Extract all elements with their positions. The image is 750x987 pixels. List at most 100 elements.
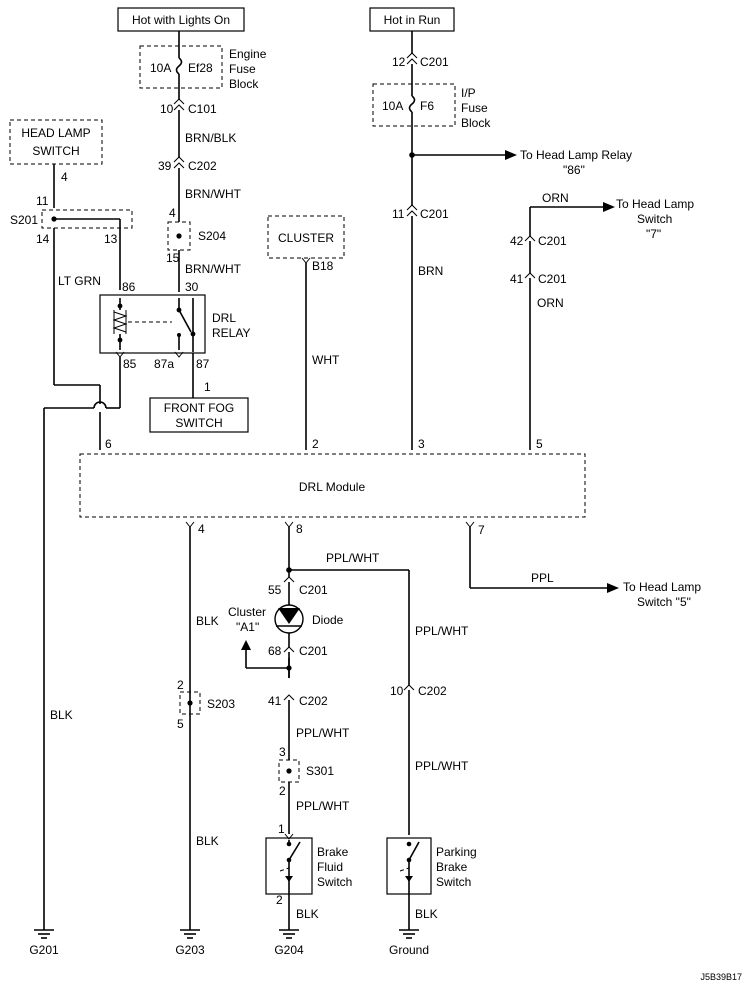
connector-c201-top: C201	[420, 55, 449, 69]
wire-label-blk-g203: BLK	[196, 834, 219, 848]
wire-label-orn-bottom: ORN	[537, 296, 564, 310]
source-lights-on-label: Hot with Lights On	[132, 13, 230, 27]
parking-brake-switch-line3: Switch	[436, 875, 471, 889]
diode-label: Diode	[312, 613, 344, 627]
wire-label-ppl-wht-right: PPL/WHT	[415, 624, 469, 638]
ground-g203-label: G203	[175, 943, 205, 957]
ground-symbol-g204	[279, 929, 299, 939]
wire-label-brn-blk: BRN/BLK	[185, 131, 236, 145]
ground-g204-label: G204	[274, 943, 304, 957]
pin-module-7: 7	[478, 523, 485, 537]
ip-fuse-block-line2: Fuse	[461, 101, 488, 115]
source-run-label: Hot in Run	[384, 13, 441, 27]
pin-s301-2: 2	[279, 784, 286, 798]
wire-label-ppl-wht-3: PPL/WHT	[415, 759, 469, 773]
pin-bfs-2: 2	[276, 893, 283, 907]
engine-fuse-block-line3: Block	[229, 77, 259, 91]
pin-relay-85: 85	[123, 357, 137, 371]
drl-relay-line1: DRL	[212, 311, 236, 325]
cluster-label: CLUSTER	[278, 231, 334, 245]
pin-c201-12: 12	[392, 55, 406, 69]
wire-label-ppl-wht-1: PPL/WHT	[296, 726, 350, 740]
ground-symbol-g203	[180, 929, 200, 939]
diode-symbol	[278, 608, 300, 624]
pin-module-8: 8	[296, 522, 303, 536]
relay-coil	[112, 311, 128, 333]
wire-label-blk-g204: BLK	[296, 907, 319, 921]
ground-symbol-ground	[399, 929, 419, 939]
engine-fuse-block-line1: Engine	[229, 47, 267, 61]
arrow-to-relay-86	[505, 150, 517, 160]
engine-fuse-name: Ef28	[188, 61, 213, 75]
wire-label-brn: BRN	[418, 264, 443, 278]
ground-g201-label: G201	[29, 943, 59, 957]
wire-label-brn-wht-2: BRN/WHT	[185, 262, 242, 276]
head-lamp-switch-line2: SWITCH	[32, 144, 79, 158]
pin-s204-4: 4	[169, 206, 176, 220]
splice-s203-label: S203	[207, 697, 235, 711]
wire-label-blk-ground: BLK	[415, 907, 438, 921]
ip-fuse-rating: 10A	[382, 99, 403, 113]
ip-fuse-block-line1: I/P	[461, 86, 476, 100]
pin-module-6: 6	[105, 437, 112, 451]
brake-fluid-switch-line1: Brake	[317, 845, 349, 859]
splice-s201	[41, 209, 133, 229]
parking-brake-switch-arm	[408, 841, 420, 861]
connector-c202-top: C202	[188, 159, 217, 173]
engine-fuse-block	[139, 45, 223, 89]
connector-c201-41: C201	[538, 272, 567, 286]
relay-contact-arm	[178, 309, 192, 333]
pin-c202-10: 10	[390, 684, 404, 698]
drl-module-label: DRL Module	[299, 480, 366, 494]
parking-brake-switch-line1: Parking	[436, 845, 477, 859]
pin-bfs-1: 1	[278, 822, 285, 836]
brake-fluid-switch-line2: Fluid	[317, 860, 343, 874]
splice-s203	[179, 691, 201, 715]
wire-label-ppl: PPL	[531, 571, 554, 585]
parking-brake-switch-line2: Brake	[436, 860, 468, 874]
cluster-pin-b18: B18	[312, 259, 334, 273]
diagram-id: J5B39B17	[700, 972, 742, 982]
pin-c201-42: 42	[510, 234, 524, 248]
pin-relay-87: 87	[196, 357, 210, 371]
splice-s204-label: S204	[198, 229, 226, 243]
dest-switch-7-line1: To Head Lamp	[616, 197, 694, 211]
connector-c202-10: C202	[418, 684, 447, 698]
connector-c201-mid: C201	[420, 207, 449, 221]
dest-switch-7-line3: "7"	[646, 227, 661, 241]
pin-fog-1: 1	[204, 380, 211, 394]
dest-switch-7-line2: Switch	[637, 212, 672, 226]
ip-fuse-block	[372, 83, 456, 127]
cluster-a1-line1: Cluster	[228, 605, 266, 619]
pin-s201-13: 13	[104, 232, 118, 246]
ip-fuse-name: F6	[420, 99, 434, 113]
arrow-to-switch-5	[607, 583, 619, 593]
drl-module	[79, 453, 586, 518]
ground-label: Ground	[389, 943, 429, 957]
front-fog-switch-line2: SWITCH	[175, 416, 222, 430]
head-lamp-switch-line1: HEAD LAMP	[21, 126, 90, 140]
pin-c201-55: 55	[268, 583, 282, 597]
splice-s204	[167, 221, 191, 251]
engine-fuse-rating: 10A	[150, 61, 171, 75]
cluster-a1-line2: "A1"	[236, 620, 259, 634]
source-lights-on-box	[117, 7, 245, 32]
wire-label-blk-module-4: BLK	[196, 614, 219, 628]
pin-c201-11: 11	[392, 207, 405, 221]
pin-s203-5: 5	[177, 717, 184, 731]
front-fog-switch-line1: FRONT FOG	[164, 401, 234, 415]
splice-s301-label: S301	[306, 764, 334, 778]
pin-module-2: 2	[312, 437, 319, 451]
cluster-box	[267, 215, 345, 259]
front-fog-switch	[149, 397, 249, 433]
pin-hls-4: 4	[61, 170, 68, 184]
wire-label-orn-top: ORN	[542, 191, 569, 205]
pin-c101-10: 10	[160, 102, 174, 116]
wire-label-ppl-wht-2: PPL/WHT	[296, 799, 350, 813]
pin-relay-30: 30	[185, 280, 199, 294]
drl-relay	[99, 294, 206, 354]
engine-fuse-block-line2: Fuse	[229, 62, 256, 76]
pin-relay-86: 86	[122, 280, 136, 294]
pin-module-3: 3	[418, 437, 425, 451]
